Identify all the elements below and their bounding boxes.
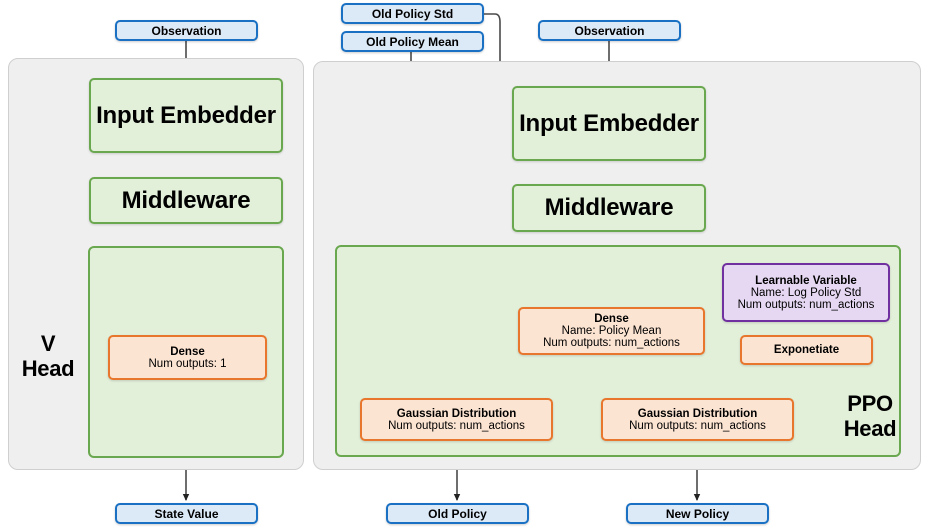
learnable-variable-name: Name: Log Policy Std xyxy=(750,286,862,299)
gaussian-old-num-outputs: Num outputs: num_actions xyxy=(388,419,525,432)
dense-policy-mean-title: Dense xyxy=(594,313,629,325)
input-old-policy-mean[interactable]: Old Policy Mean xyxy=(341,31,484,52)
v-head-label-line1: V xyxy=(40,331,56,356)
input-old-policy-mean-label: Old Policy Mean xyxy=(366,34,459,49)
v-head-dense[interactable]: Dense Num outputs: 1 xyxy=(108,335,267,380)
learnable-variable-num-outputs: Num outputs: num_actions xyxy=(737,298,875,311)
input-observation-right[interactable]: Observation xyxy=(538,20,681,41)
ppo-head-input-embedder-label: Input Embedder xyxy=(519,109,699,137)
ppo-head-middleware[interactable]: Middleware xyxy=(512,184,706,232)
input-observation-right-label: Observation xyxy=(574,23,645,38)
dense-policy-mean-num-outputs: Num outputs: num_actions xyxy=(543,337,680,349)
ppo-head-learnable-variable[interactable]: Learnable Variable Name: Log Policy Std … xyxy=(722,263,890,322)
output-old-policy-label: Old Policy xyxy=(428,506,487,521)
input-observation-left-label: Observation xyxy=(151,23,222,38)
dense-policy-mean-name: Name: Policy Mean xyxy=(561,325,662,337)
v-head-label: V Head xyxy=(16,331,80,381)
ppo-head-label-line2: Head xyxy=(843,415,897,441)
exponetiate-title: Exponetiate xyxy=(773,344,840,356)
ppo-head-gaussian-old[interactable]: Gaussian Distribution Num outputs: num_a… xyxy=(360,398,553,441)
output-new-policy-label: New Policy xyxy=(665,506,730,521)
ppo-head-middleware-label: Middleware xyxy=(544,194,674,221)
v-head-dense-num-outputs: Num outputs: 1 xyxy=(148,357,227,370)
v-head-input-embedder-label: Input Embedder xyxy=(96,101,276,129)
learnable-variable-title: Learnable Variable xyxy=(755,274,857,287)
ppo-head-exponetiate[interactable]: Exponetiate xyxy=(740,335,873,365)
v-head-dense-title: Dense xyxy=(170,345,205,358)
v-head-middleware-label: Middleware xyxy=(121,186,251,214)
input-old-policy-std-label: Old Policy Std xyxy=(371,6,454,21)
gaussian-new-title: Gaussian Distribution xyxy=(637,407,758,420)
ppo-head-label: PPO Head xyxy=(820,391,920,441)
output-new-policy[interactable]: New Policy xyxy=(626,503,769,524)
ppo-head-label-line1: PPO xyxy=(847,391,893,416)
ppo-head-input-embedder[interactable]: Input Embedder xyxy=(512,86,706,161)
ppo-head-dense-policy-mean[interactable]: Dense Name: Policy Mean Num outputs: num… xyxy=(518,307,705,355)
gaussian-new-num-outputs: Num outputs: num_actions xyxy=(629,419,766,432)
output-old-policy[interactable]: Old Policy xyxy=(386,503,529,524)
output-state-value-label: State Value xyxy=(154,506,219,521)
output-state-value[interactable]: State Value xyxy=(115,503,258,524)
ppo-head-gaussian-new[interactable]: Gaussian Distribution Num outputs: num_a… xyxy=(601,398,794,441)
v-head-middleware[interactable]: Middleware xyxy=(89,177,283,224)
v-head-label-line2: Head xyxy=(21,355,75,381)
gaussian-old-title: Gaussian Distribution xyxy=(396,407,517,420)
v-head-input-embedder[interactable]: Input Embedder xyxy=(89,78,283,153)
input-old-policy-std[interactable]: Old Policy Std xyxy=(341,3,484,24)
input-observation-left[interactable]: Observation xyxy=(115,20,258,41)
